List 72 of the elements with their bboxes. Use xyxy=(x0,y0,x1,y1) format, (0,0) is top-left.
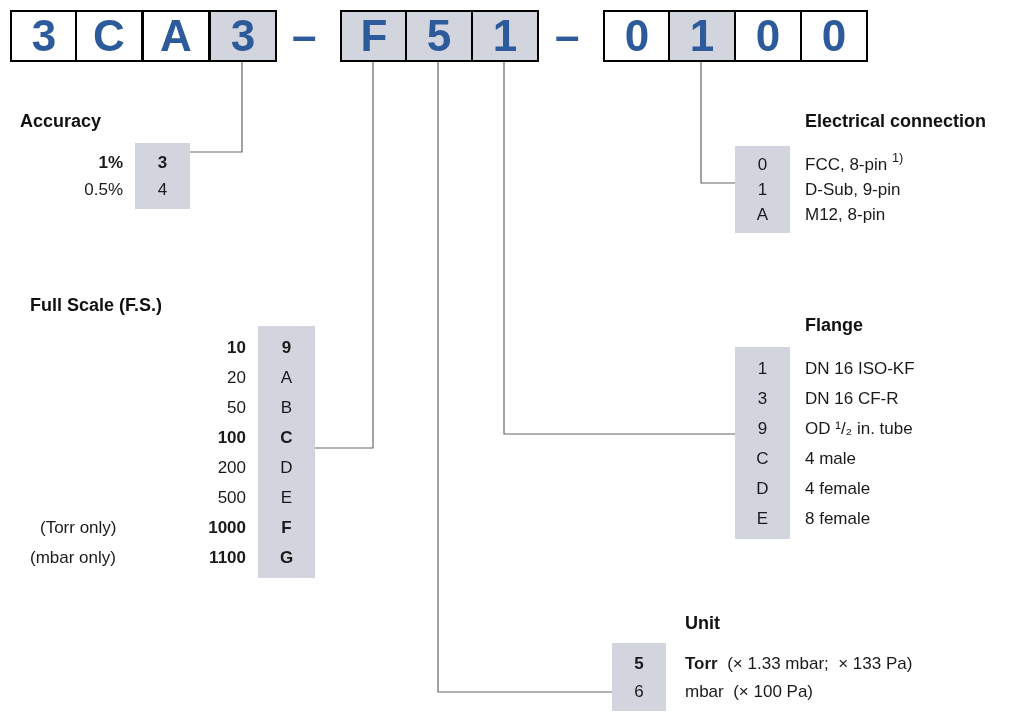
option-value: 0.5% xyxy=(84,179,123,201)
option-code: C xyxy=(280,426,293,449)
code-cell: 5 xyxy=(405,10,473,62)
option-code: 6 xyxy=(634,680,644,703)
option-value: 500 xyxy=(217,486,246,509)
option-value: 20 xyxy=(227,366,246,389)
code-cell: A xyxy=(142,10,210,62)
leader-line xyxy=(700,61,736,184)
option-value: 1100 xyxy=(209,546,246,569)
note: (Torr only) xyxy=(40,516,117,539)
option-code: 4 xyxy=(157,179,168,201)
option-code: 1 xyxy=(757,357,768,380)
option-value: 50 xyxy=(227,396,246,419)
option-description: DN 16 CF-R xyxy=(805,387,899,410)
code-cell: 3 xyxy=(10,10,78,62)
section-heading: Electrical connection xyxy=(805,110,987,133)
option-code: 9 xyxy=(281,336,292,359)
option-code: C xyxy=(756,447,769,470)
option-description: DN 16 ISO-KF xyxy=(805,357,915,380)
section-heading: Full Scale (F.S.) xyxy=(30,294,163,317)
code-cell: 0 xyxy=(603,10,671,62)
option-description: mbar (× 100 Pa) xyxy=(685,680,814,703)
option-code-column xyxy=(735,347,790,539)
section-heading: Unit xyxy=(685,612,720,635)
option-code: G xyxy=(279,546,294,569)
note: (mbar only) xyxy=(30,546,116,569)
option-code: 5 xyxy=(634,652,644,675)
option-code: A xyxy=(280,366,293,389)
option-value: 10 xyxy=(227,336,246,359)
code-cell: 3 xyxy=(209,10,277,62)
option-code-column xyxy=(258,326,315,578)
option-description: 4 female xyxy=(805,477,871,500)
option-code: F xyxy=(281,516,292,539)
option-description: M12, 8-pin xyxy=(805,204,886,226)
leader-line xyxy=(314,61,374,449)
separator-dash: – xyxy=(555,14,580,58)
option-code: D xyxy=(756,477,769,500)
code-cell: C xyxy=(75,10,143,62)
option-code-column xyxy=(612,643,666,711)
option-code-column xyxy=(135,143,190,209)
section-heading: Flange xyxy=(805,314,863,337)
option-value: 200 xyxy=(217,456,246,479)
option-value: 100 xyxy=(217,426,246,449)
leader-line xyxy=(503,61,736,435)
option-code: 9 xyxy=(757,417,768,440)
option-code: 1 xyxy=(757,179,768,201)
option-description: D-Sub, 9-pin xyxy=(805,179,901,201)
code-cell: 0 xyxy=(734,10,802,62)
option-value: 1000 xyxy=(208,516,246,539)
option-value: 1% xyxy=(98,152,123,174)
option-description: 4 male xyxy=(805,447,857,470)
option-code: E xyxy=(280,486,293,509)
option-description: FCC, 8-pin $^{1)}$ xyxy=(805,152,904,176)
code-cell: 0 xyxy=(800,10,868,62)
separator-dash: – xyxy=(292,14,317,58)
option-code: B xyxy=(280,396,293,419)
option-description: 8 female xyxy=(805,507,871,530)
option-code: A xyxy=(756,204,769,226)
code-cell: 1 xyxy=(471,10,539,62)
option-code: 3 xyxy=(757,387,768,410)
option-code: D xyxy=(280,456,293,479)
option-code-column xyxy=(735,146,790,233)
leader-line xyxy=(189,61,243,153)
option-description: OD ¹/₂ in. tube xyxy=(805,417,913,440)
option-code: 0 xyxy=(757,154,768,176)
option-description: Torr (× 1.33 mbar; × 133 Pa) xyxy=(685,652,913,675)
leader-line xyxy=(437,61,613,693)
section-heading: Accuracy xyxy=(20,110,102,133)
code-cell: F xyxy=(340,10,408,62)
code-cell: 1 xyxy=(668,10,736,62)
option-code: 3 xyxy=(157,152,168,174)
option-code: E xyxy=(756,507,769,530)
